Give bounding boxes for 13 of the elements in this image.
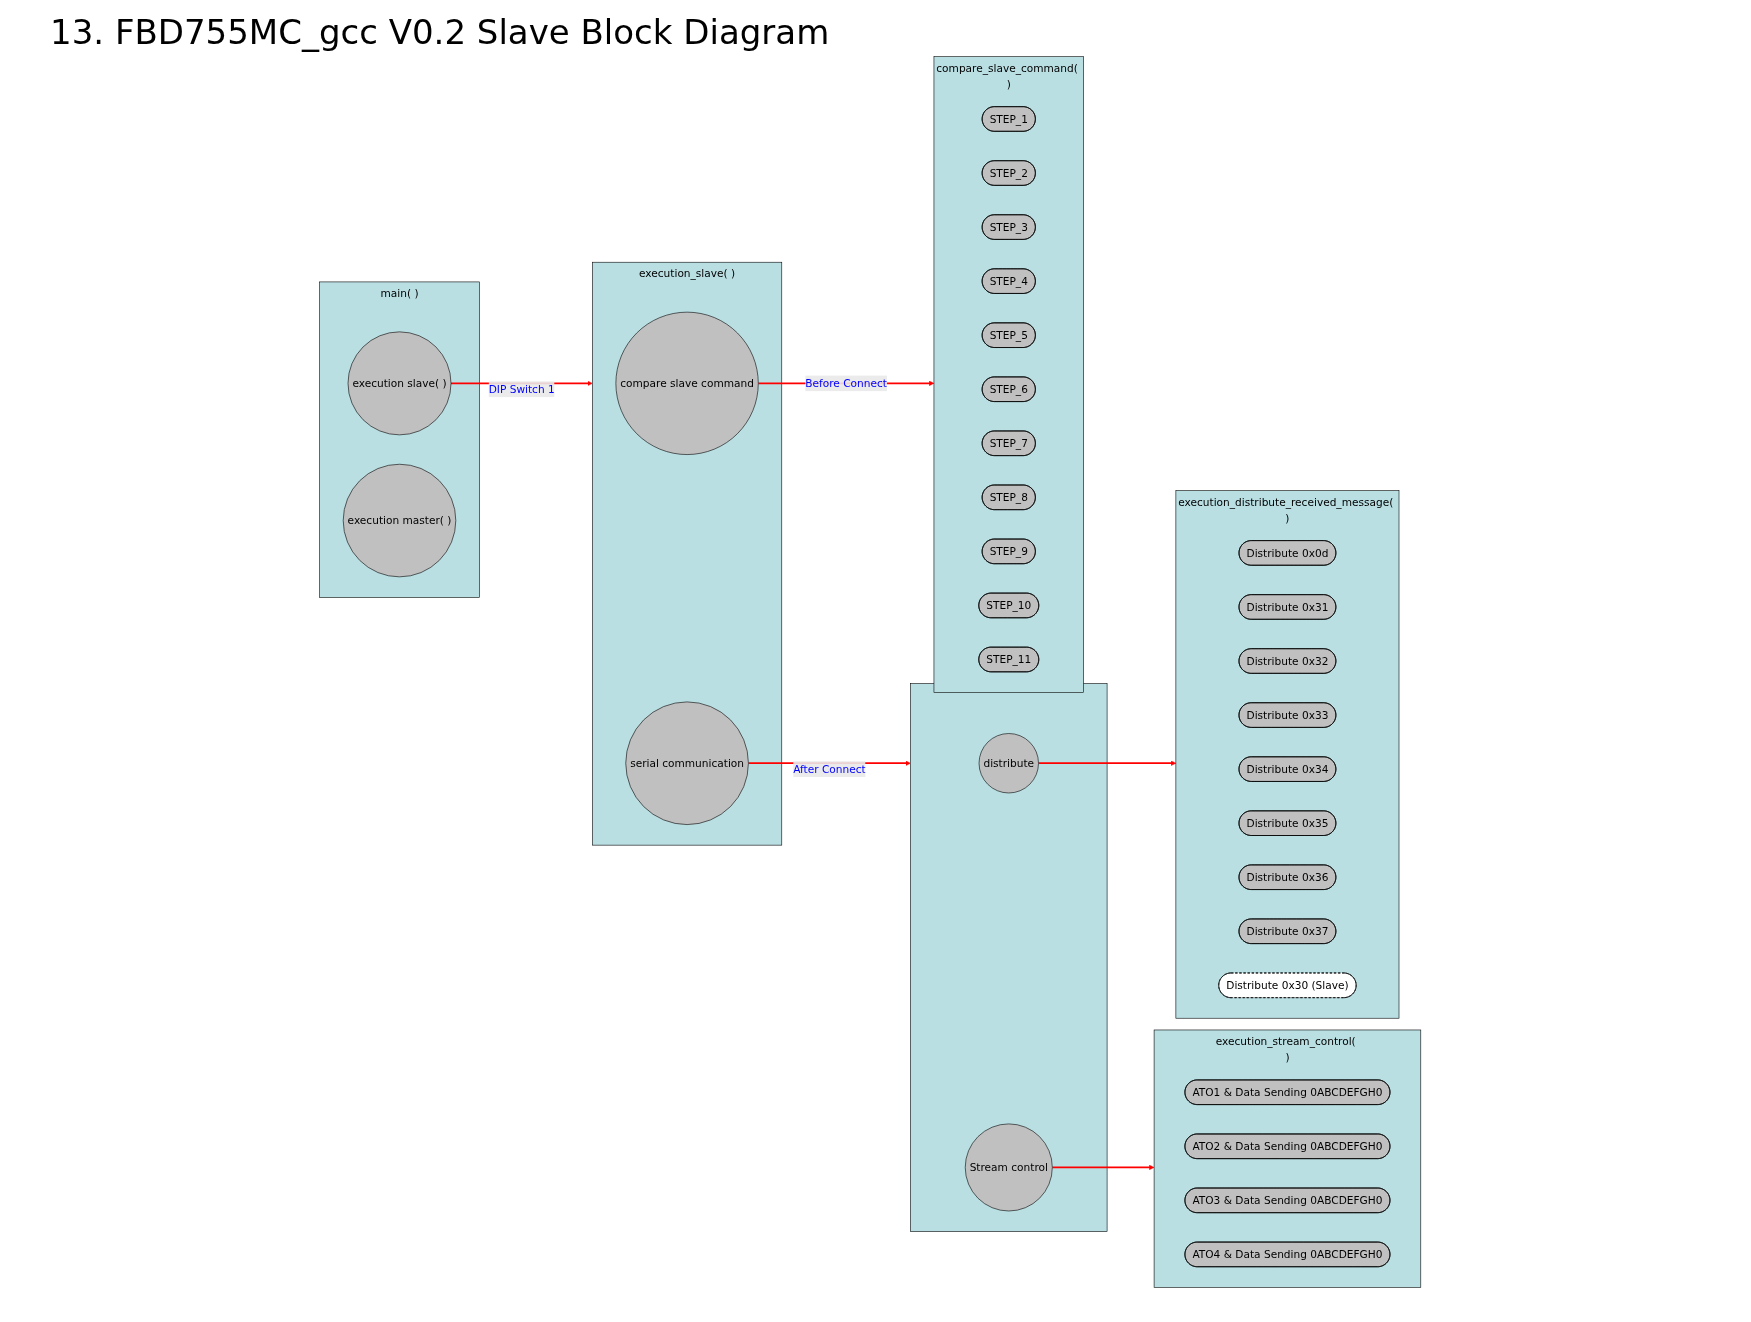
edge-label: After Connect [792, 762, 866, 776]
edge-label: DIP Switch 1 [488, 383, 555, 396]
node-circle: compare slave command [615, 311, 759, 455]
node-circle: Stream control [964, 1123, 1053, 1212]
arrow [1037, 760, 1176, 766]
diagram-title: 13. FBD755MC_gcc V0.2 Slave Block Diagram [50, 12, 831, 52]
edge-label: Before Connect [805, 377, 887, 390]
node-circle: serial communication [625, 701, 749, 825]
node-circle: execution master( ) [342, 463, 456, 578]
node-circle: distribute [978, 733, 1039, 794]
cluster [909, 683, 1108, 1232]
node-circle: execution slave( ) [347, 331, 452, 436]
arrow [1051, 1164, 1155, 1171]
